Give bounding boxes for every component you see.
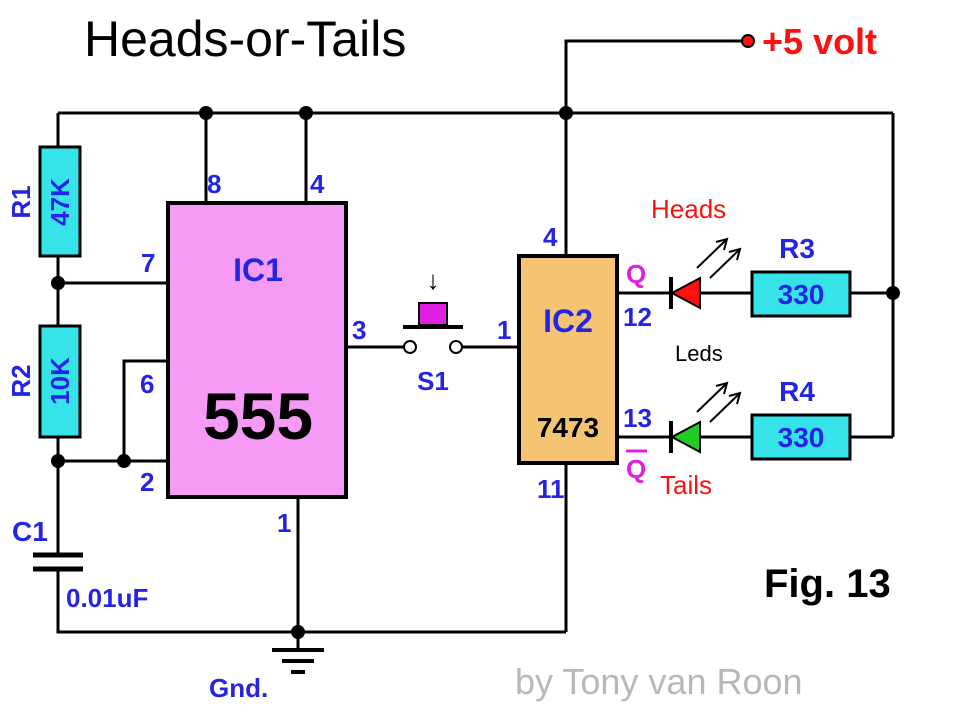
r1-name: R1 xyxy=(6,185,36,218)
resistor-r1: 47K R1 xyxy=(6,145,82,258)
ic2-pin-4: 4 xyxy=(543,222,558,252)
ic1-name: IC1 xyxy=(233,252,283,288)
ic2-part: 7473 xyxy=(537,412,599,443)
ic2-pin-12: 12 xyxy=(623,302,652,332)
ic1-pin-3: 3 xyxy=(352,315,366,345)
ic1-pin-2: 2 xyxy=(140,467,154,497)
resistor-r2: 10K R2 xyxy=(6,324,82,439)
r1-value: 47K xyxy=(45,178,75,226)
ic2-qbar-label: Q xyxy=(626,454,646,484)
ic2-pin-13: 13 xyxy=(623,403,652,433)
tails-label: Tails xyxy=(660,470,712,500)
ground-label: Gnd. xyxy=(209,673,268,703)
ic1-pin-8: 8 xyxy=(207,169,221,199)
ic1-chip: IC1 555 xyxy=(166,201,348,499)
c1-value: 0.01uF xyxy=(66,583,148,613)
credit-text: by Tony van Roon xyxy=(515,661,803,702)
ic1-pin-7: 7 xyxy=(141,248,155,278)
wires xyxy=(56,39,895,648)
resistor-r3: 330 R3 xyxy=(750,233,852,318)
ic2-pin-11: 11 xyxy=(537,474,565,504)
ic1-pin-6: 6 xyxy=(140,369,154,399)
ic2-chip: IC2 7473 xyxy=(517,254,619,465)
ic2-pin-1: 1 xyxy=(497,315,511,345)
junction-dots xyxy=(51,106,900,639)
supply-label: +5 volt xyxy=(762,21,877,62)
r3-value: 330 xyxy=(778,279,825,310)
ic1-pin-4: 4 xyxy=(310,169,325,199)
ground-symbol-icon xyxy=(272,648,324,674)
capacitor-c1: C1 0.01uF xyxy=(12,516,148,613)
heads-label: Heads xyxy=(651,194,726,224)
switch-s1: ↓ S1 xyxy=(403,265,463,396)
figure-label: Fig. 13 xyxy=(764,562,891,606)
r4-name: R4 xyxy=(779,376,815,407)
ic2-name: IC2 xyxy=(543,303,593,339)
switch-press-arrow: ↓ xyxy=(427,265,440,295)
led-tails: Tails xyxy=(660,381,742,500)
r4-value: 330 xyxy=(778,422,825,453)
switch-label: S1 xyxy=(417,366,449,396)
ic1-pin-labels: 8 4 7 6 2 3 1 xyxy=(140,169,366,538)
led-heads: Heads xyxy=(651,194,742,310)
r2-name: R2 xyxy=(6,364,36,397)
supply-terminal xyxy=(741,34,755,48)
r3-name: R3 xyxy=(779,233,815,264)
ic1-pin-1: 1 xyxy=(277,508,291,538)
diagram-title: Heads-or-Tails xyxy=(84,11,406,67)
ic2-pin-labels: 4 1 12 13 11 Q Q xyxy=(497,222,652,504)
heads-light-arrows-icon xyxy=(696,237,742,279)
leds-group-label: Leds xyxy=(675,341,723,366)
r2-value: 10K xyxy=(45,357,75,405)
ic2-q-label: Q xyxy=(626,259,646,289)
ic1-part: 555 xyxy=(203,379,313,453)
resistor-r4: 330 R4 xyxy=(750,376,852,461)
tails-light-arrows-icon xyxy=(696,381,742,423)
c1-name: C1 xyxy=(12,516,48,547)
